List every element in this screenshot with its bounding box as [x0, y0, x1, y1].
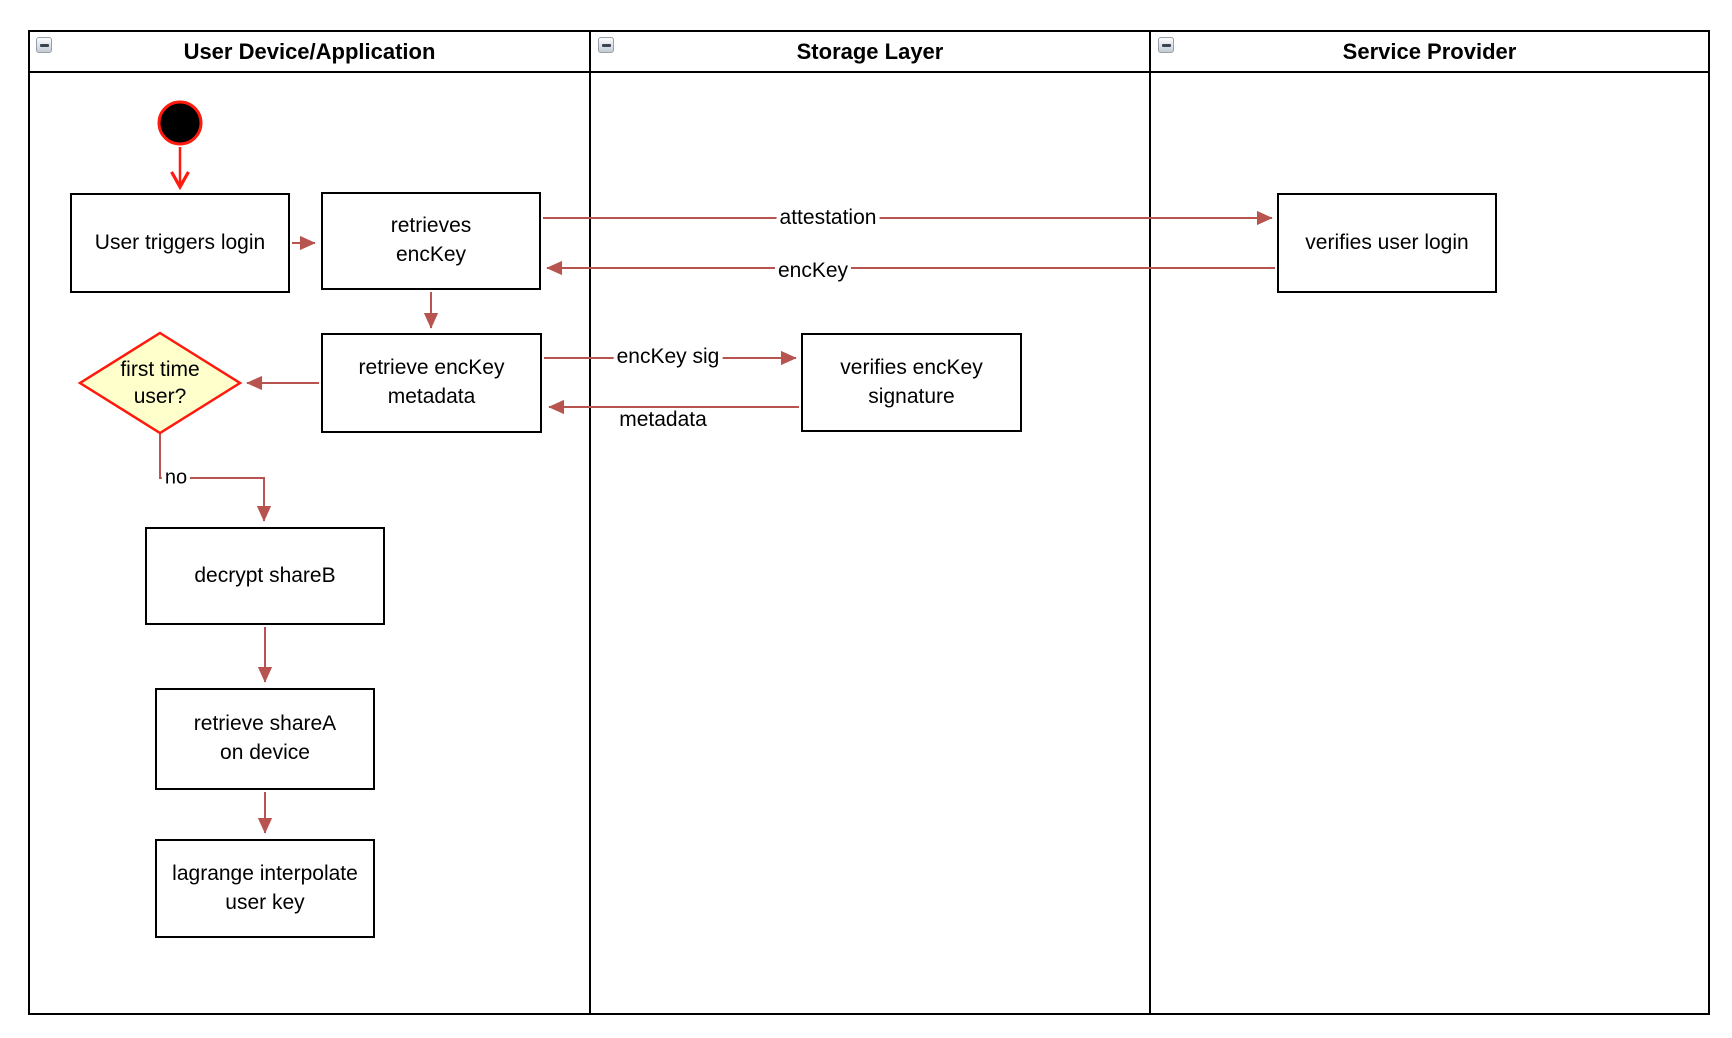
edge-label-enckey[interactable]: encKey [774, 259, 852, 283]
lane-title: Service Provider [1342, 38, 1517, 64]
node-label: first time user? [120, 357, 200, 408]
node-lagrange-interpolate[interactable]: lagrange interpolate user key [155, 839, 375, 938]
decision-diamond-first-time-user[interactable] [77, 331, 243, 435]
node-label: retrieve shareA on device [193, 712, 337, 764]
edge-no-branch[interactable] [159, 434, 272, 522]
node-label: retrieve encKey metadata [358, 356, 505, 408]
node-label: verifies encKey signature [840, 355, 983, 408]
edge-label-no[interactable]: no [161, 466, 191, 490]
node-verifies-user-login[interactable]: verifies user login [1277, 193, 1497, 293]
lane-header-user-device[interactable]: User Device/Application [30, 32, 589, 71]
edge-label-metadata[interactable]: metadata [616, 408, 710, 432]
minus-icon [601, 43, 611, 47]
node-label: decrypt shareB [194, 563, 336, 587]
lane-divider-1 [589, 30, 591, 1015]
collapse-lane-button-service-provider[interactable] [1158, 37, 1174, 53]
node-decrypt-shareb[interactable]: decrypt shareB [145, 527, 385, 625]
node-user-triggers-login[interactable]: User triggers login [70, 193, 290, 293]
minus-icon [1161, 43, 1171, 47]
decision-label-first-time-user[interactable]: first time user? [88, 349, 232, 417]
node-label: lagrange interpolate user key [172, 861, 358, 914]
node-retrieve-enckey-metadata[interactable]: retrieve encKey metadata [321, 333, 542, 433]
collapse-lane-button-storage-layer[interactable] [598, 37, 614, 53]
node-label: retrieves encKey [390, 214, 472, 266]
lane-header-service-provider[interactable]: Service Provider [1151, 32, 1708, 71]
node-verifies-enckey-signature[interactable]: verifies encKey signature [801, 333, 1022, 432]
collapse-lane-button-user-device[interactable] [36, 37, 52, 53]
node-retrieve-sharea[interactable]: retrieve shareA on device [155, 688, 375, 790]
minus-icon [39, 43, 49, 47]
edge-label-attestation[interactable]: attestation [776, 206, 880, 230]
pool-border [28, 30, 1710, 1015]
pool-header-divider [28, 71, 1710, 73]
node-label: verifies user login [1305, 230, 1469, 254]
lane-divider-2 [1149, 30, 1151, 1015]
initial-state-node[interactable] [157, 100, 203, 146]
lane-header-storage-layer[interactable]: Storage Layer [591, 32, 1149, 71]
lane-title: Storage Layer [796, 38, 944, 64]
node-retrieves-enckey[interactable]: retrieves encKey [321, 192, 541, 290]
node-label: User triggers login [94, 230, 266, 254]
edge-label-enckey-sig[interactable]: encKey sig [613, 345, 723, 369]
lane-title: User Device/Application [183, 38, 436, 64]
